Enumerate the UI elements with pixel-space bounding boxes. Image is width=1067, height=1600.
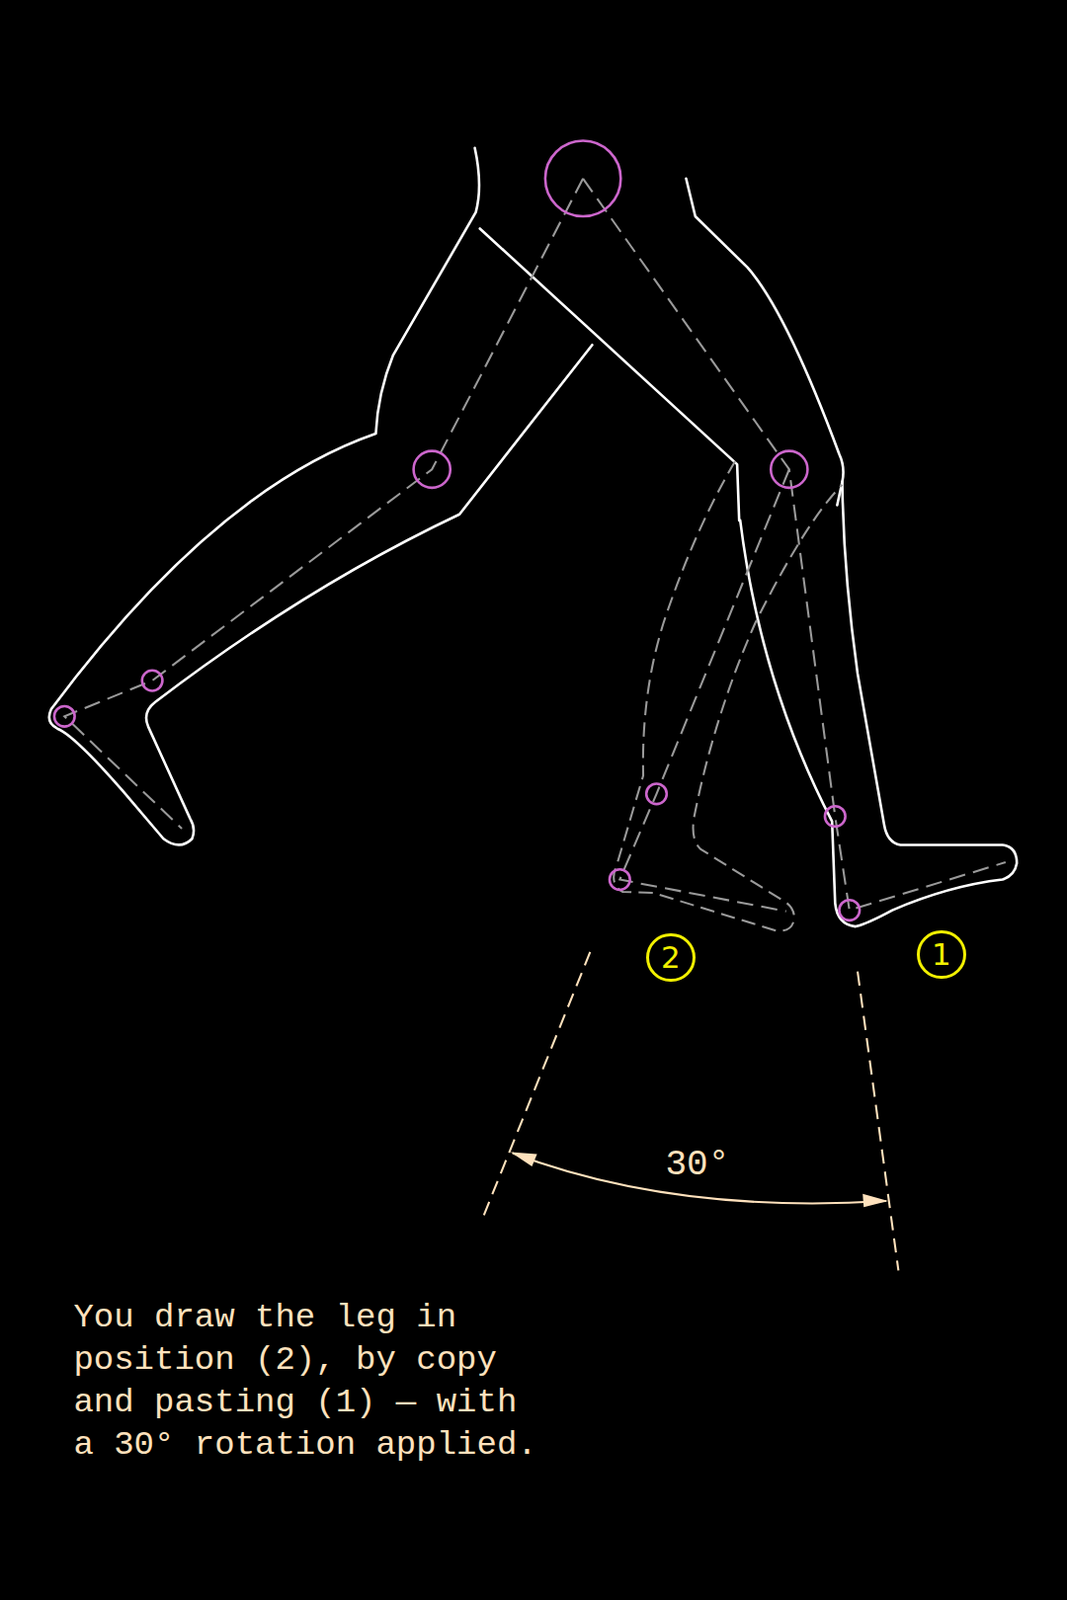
arrowhead xyxy=(862,1194,889,1208)
angle-dimension xyxy=(483,952,899,1271)
ankle-joint xyxy=(824,806,846,827)
callout-number: 2 xyxy=(660,942,681,974)
rotated-leg-outline xyxy=(613,461,842,932)
thigh-crossing-line xyxy=(480,228,739,520)
callout-number: 1 xyxy=(931,939,952,971)
rotated-leg-bones xyxy=(619,469,790,911)
skeleton-lines xyxy=(64,178,1006,912)
heel-joint xyxy=(838,900,860,921)
extension-line xyxy=(857,972,899,1272)
heel-joint xyxy=(609,869,631,891)
caption-note: You draw the leg in position (2), by cop… xyxy=(73,1297,548,1468)
hip-joint xyxy=(545,141,621,217)
callout-circle: 2 xyxy=(646,933,696,984)
heel-joint xyxy=(54,706,76,728)
front-leg-outline xyxy=(685,178,1017,927)
ankle-joint xyxy=(646,783,667,805)
callout-circle: 1 xyxy=(916,930,967,981)
joint-circles xyxy=(54,141,860,921)
rotated-leg-back xyxy=(613,461,842,932)
back-leg-bones xyxy=(64,178,583,829)
leg-outlines xyxy=(49,148,1017,927)
arrowhead xyxy=(510,1151,538,1166)
ankle-joint xyxy=(142,670,164,692)
angle-label: 30° xyxy=(660,1146,734,1186)
extension-line xyxy=(483,952,590,1219)
knee-joint xyxy=(770,451,808,489)
front-leg-bones xyxy=(582,178,1006,911)
back-leg-outline xyxy=(49,148,593,846)
knee-joint xyxy=(413,451,451,489)
